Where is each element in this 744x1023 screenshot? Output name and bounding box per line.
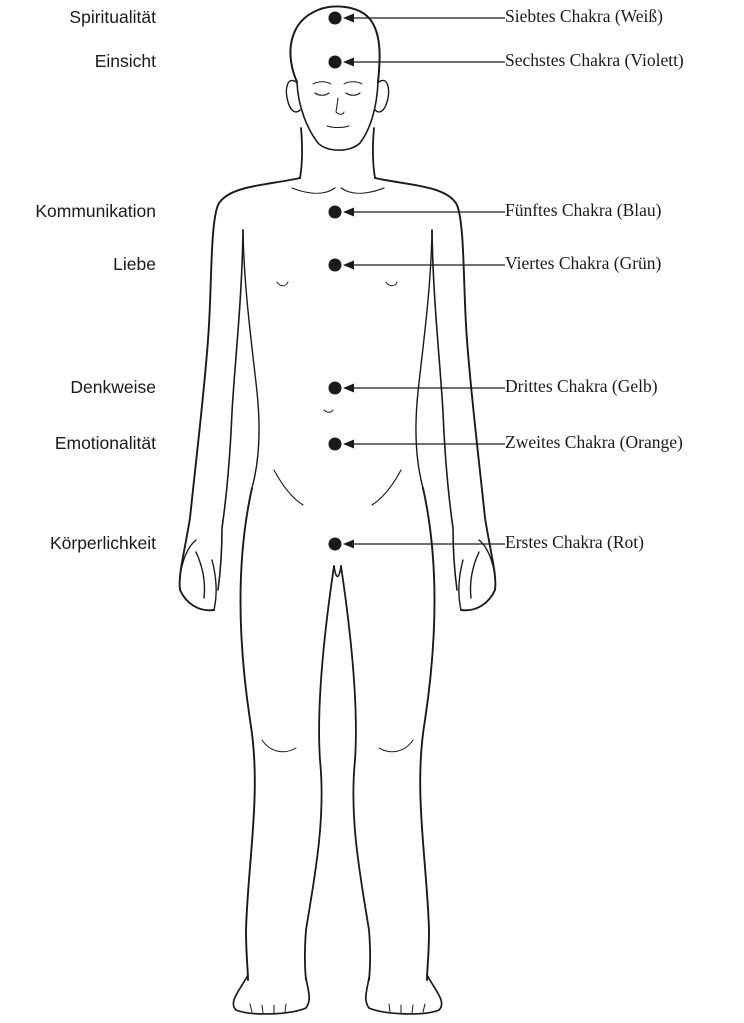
chakra-quality-label: Spiritualität [0,7,156,27]
chakra-dot [329,438,342,451]
chakra-dot [329,56,342,69]
chakra-dot [329,12,342,25]
chakra-name-label: Siebtes Chakra (Weiß) [505,6,663,26]
chakra-name-label: Fünftes Chakra (Blau) [505,200,662,220]
chakra-quality-label: Denkweise [0,377,156,397]
chakra-name-label: Viertes Chakra (Grün) [505,253,661,273]
arrow-head [343,58,354,67]
arrow-head [343,440,354,449]
chakra-name-label: Erstes Chakra (Rot) [505,532,644,552]
chakra-quality-label: Liebe [0,254,156,274]
arrow-head [343,540,354,549]
arrow-head [343,261,354,270]
chakra-quality-label: Einsicht [0,51,156,71]
arrow-head [343,14,354,23]
chakra-name-label: Drittes Chakra (Gelb) [505,376,658,396]
chakra-dot [329,206,342,219]
chakra-quality-label: Körperlichkeit [0,533,156,553]
chakra-name-label: Zweites Chakra (Orange) [505,432,683,452]
arrow-head [343,384,354,393]
chakra-name-label: Sechstes Chakra (Violett) [505,50,684,70]
chakra-dot [329,382,342,395]
chakra-quality-label: Kommunikation [0,201,156,221]
chakra-dot [329,259,342,272]
arrow-head [343,208,354,217]
chakra-quality-label: Emotionalität [0,433,156,453]
chakra-dot [329,538,342,551]
